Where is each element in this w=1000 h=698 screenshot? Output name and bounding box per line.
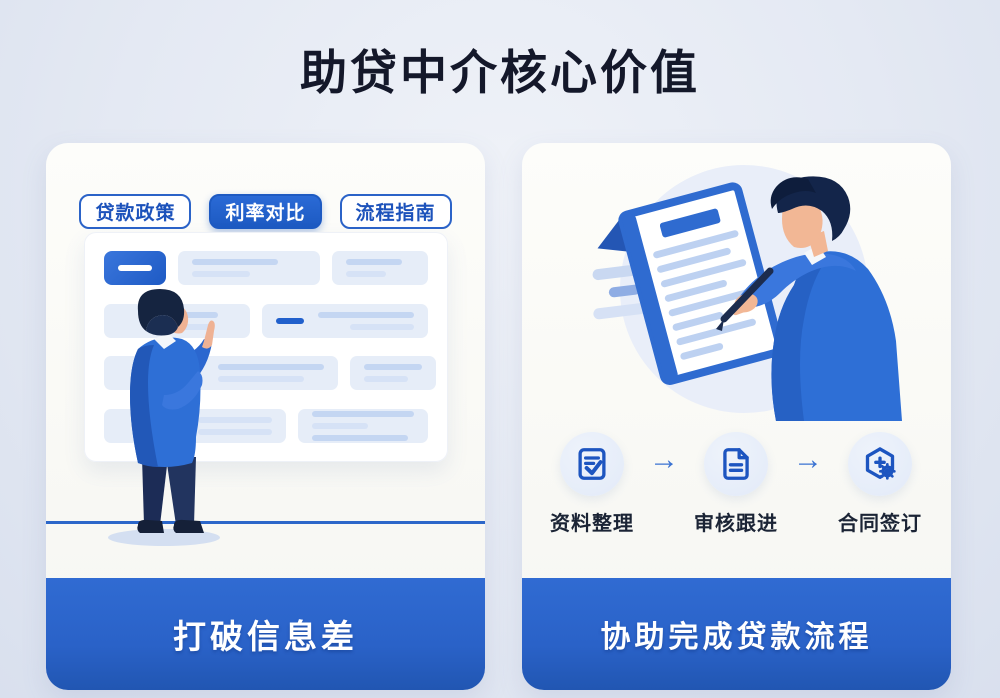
info-board: [84, 232, 448, 462]
board-row: [104, 251, 428, 285]
tab-process-guide[interactable]: 流程指南: [339, 194, 452, 229]
arrow-right-icon: →: [649, 443, 679, 476]
selected-cell: [104, 251, 166, 285]
step-review-circle: [704, 432, 768, 496]
doc-check-icon: [578, 448, 606, 480]
tab-loan-policy[interactable]: 贷款政策: [79, 194, 192, 229]
tab-rate-comparison[interactable]: 利率对比: [209, 194, 322, 229]
page-title: 助贷中介核心价值: [300, 46, 700, 99]
left-banner: 打破信息差: [46, 578, 485, 690]
arrow-right-icon: →: [793, 443, 823, 476]
left-banner-text: 打破信息差: [173, 618, 358, 655]
step-docs-circle: [560, 432, 624, 496]
left-card: 贷款政策 利率对比 流程指南: [46, 143, 485, 690]
floor-line: [46, 521, 485, 524]
doc-file-icon: [723, 448, 749, 480]
person-shadow: [108, 529, 220, 546]
step-label-docs: 资料整理: [550, 513, 634, 535]
right-banner: 协助完成贷款流程: [522, 578, 951, 690]
contract-seal-icon: [865, 447, 896, 480]
step-label-review: 审核跟进: [694, 513, 778, 535]
signing-person-illustration: [592, 165, 902, 421]
step-contract-circle: [848, 432, 912, 496]
standing-person-illustration: [130, 289, 215, 533]
right-banner-text: 协助完成贷款流程: [600, 621, 873, 654]
right-card: → → 资料整理 审核跟进 合同签订: [522, 143, 951, 690]
step-label-contract: 合同签订: [838, 513, 922, 535]
tab-bar: 贷款政策 利率对比 流程指南: [46, 194, 485, 229]
